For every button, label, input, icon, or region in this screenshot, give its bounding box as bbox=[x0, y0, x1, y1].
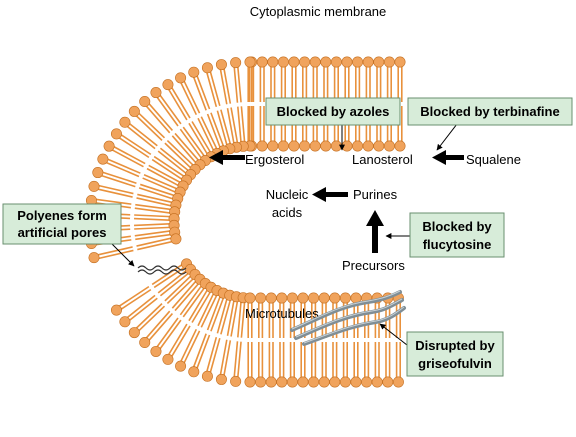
pore-wavy-line-2 bbox=[137, 265, 187, 271]
lipid-pair bbox=[201, 62, 236, 155]
lipid-pair bbox=[392, 292, 404, 388]
nucleic-acids-label-line1: Nucleic bbox=[266, 187, 309, 202]
box-flucytosine-text-1: Blocked by bbox=[422, 219, 492, 234]
arrow-precursors-to-purines bbox=[366, 210, 384, 253]
box-polyenes-text-1: Polyenes form bbox=[17, 208, 107, 223]
squalene-label: Squalene bbox=[466, 152, 521, 167]
box-griseofulvin-text-2: griseofulvin bbox=[418, 356, 492, 371]
microtubules-label: Microtubules bbox=[245, 306, 319, 321]
lipid-pair bbox=[188, 66, 229, 157]
lipid-pair bbox=[309, 56, 321, 152]
ergosterol-label: Ergosterol bbox=[245, 152, 304, 167]
lipid-pair bbox=[276, 292, 288, 388]
lipid-pair bbox=[371, 292, 383, 388]
box-polyenes-text-2: artificial pores bbox=[18, 225, 107, 240]
box-flucytosine-text-2: flucytosine bbox=[423, 237, 492, 252]
box-blocked-by-flucytosine: Blocked by flucytosine bbox=[409, 212, 505, 258]
lipid-pair bbox=[139, 96, 206, 171]
purines-label: Purines bbox=[353, 187, 398, 202]
membrane-title: Cytoplasmic membrane bbox=[250, 4, 387, 19]
box-blocked-by-azoles: Blocked by azoles bbox=[265, 97, 401, 126]
arrow-griseofulvin bbox=[379, 323, 408, 346]
lipid-pair bbox=[265, 292, 277, 388]
arrow-terbinafine bbox=[436, 123, 458, 151]
box-azoles-text: Blocked by azoles bbox=[277, 104, 390, 119]
lipid-pair bbox=[350, 292, 362, 388]
lipid-pair bbox=[297, 292, 309, 388]
cytoplasmic-membrane bbox=[84, 56, 406, 388]
lipid-pair bbox=[175, 284, 223, 372]
lipid-pair bbox=[92, 167, 184, 205]
nucleic-acids-label-line2: acids bbox=[272, 205, 303, 220]
precursors-label: Precursors bbox=[342, 258, 405, 273]
arrow-squalene-to-lanosterol bbox=[432, 150, 464, 165]
arrow-lanosterol-to-ergosterol bbox=[209, 150, 245, 165]
lipid-pair bbox=[201, 289, 236, 382]
lipid-pair bbox=[329, 292, 341, 388]
lipid-pair bbox=[128, 105, 201, 175]
lipid-pair bbox=[361, 292, 373, 388]
arrow-polyenes bbox=[111, 243, 135, 267]
pore-wavy-line bbox=[137, 269, 187, 275]
box-griseofulvin-text-1: Disrupted by bbox=[415, 338, 495, 353]
lipid-pair bbox=[97, 153, 186, 198]
lanosterol-label: Lanosterol bbox=[352, 152, 413, 167]
lipid-pair bbox=[175, 72, 223, 160]
box-disrupted-by-griseofulvin: Disrupted by griseofulvin bbox=[406, 331, 504, 377]
lipid-pair bbox=[150, 87, 211, 167]
box-blocked-by-terbinafine: Blocked by terbinafine bbox=[407, 97, 573, 126]
lipid-pair bbox=[230, 292, 249, 387]
microtubules-highlight bbox=[291, 290, 405, 344]
microtubules-graphic bbox=[290, 290, 406, 346]
lipid-pair bbox=[128, 269, 201, 339]
lipid-pair bbox=[255, 292, 267, 388]
lipid-pair bbox=[88, 233, 182, 264]
box-terbinafine-text: Blocked by terbinafine bbox=[420, 104, 559, 119]
box-polyenes-form-pores: Polyenes form artificial pores bbox=[2, 203, 122, 245]
arrow-purines-to-nucleic-acids bbox=[312, 187, 348, 202]
lipid-pair bbox=[286, 292, 298, 388]
lipid-pair bbox=[215, 59, 242, 153]
